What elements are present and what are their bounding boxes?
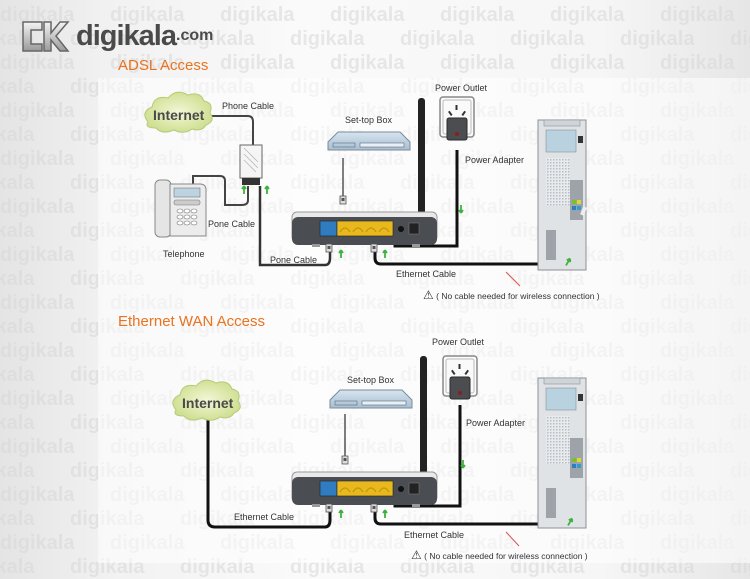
phone-cable-line <box>203 115 254 146</box>
router-icon <box>291 211 438 248</box>
power-adapter-label: Power Adapter <box>466 418 526 428</box>
set-top-box-icon <box>327 131 411 151</box>
power-outlet-label: Power Outlet <box>435 83 488 93</box>
section-title-adsl: ADSL Access <box>118 57 209 74</box>
power-outlet-icon <box>439 96 475 141</box>
internet-cloud-icon <box>144 91 213 133</box>
digikala-logo-icon <box>22 21 70 52</box>
phone-cable-label: Phone Cable <box>222 101 275 111</box>
desktop-pc-icon <box>537 119 587 271</box>
connection-diagram <box>144 91 587 547</box>
adsl-diagram <box>144 91 587 287</box>
set-top-box-icon <box>329 389 413 409</box>
pointer-arrow <box>505 531 520 547</box>
desktop-pc-icon <box>537 377 587 529</box>
ethernet-cable-label: Ethernet Cable <box>404 530 465 540</box>
brand-tld: .com <box>176 27 214 44</box>
brand-logo: digikala.com <box>20 18 213 54</box>
wan-ethernet-cable-label: Ethernet Cable <box>234 512 295 522</box>
brand-name: digikala <box>76 19 177 52</box>
wireless-note-text: ( No cable needed for wireless connectio… <box>436 291 600 301</box>
wireless-note-text: ( No cable needed for wireless connectio… <box>424 551 588 561</box>
pone-cable-phone-label: Pone Cable <box>208 219 256 229</box>
pone-cable-router-label: Pone Cable <box>270 255 318 265</box>
wireless-note: ⚠ ( No cable needed for wireless connect… <box>423 288 600 302</box>
set-top-box-label: Set-top Box <box>347 375 395 385</box>
warning-icon: ⚠ <box>411 548 422 562</box>
dsl-cable-line <box>258 186 332 267</box>
warning-icon: ⚠ <box>423 288 434 302</box>
telephone-icon <box>154 179 207 238</box>
ethernet-cable-label: Ethernet Cable <box>396 269 457 279</box>
telephone-label: Telephone <box>163 249 205 259</box>
power-outlet-icon <box>442 355 478 400</box>
power-adapter-label: Power Adapter <box>465 155 525 165</box>
internet-cloud-icon <box>172 379 241 421</box>
power-outlet-label: Power Outlet <box>432 337 485 347</box>
router-icon <box>291 471 438 508</box>
telephone-cable-line <box>192 175 249 206</box>
section-title-ethernet-wan: Ethernet WAN Access <box>118 313 265 330</box>
wan-ethernet-cable-line <box>206 420 332 529</box>
internet-label: Internet <box>153 107 205 123</box>
adsl-splitter-icon <box>239 144 263 185</box>
set-top-box-label: Set-top Box <box>345 115 393 125</box>
pointer-arrow <box>505 271 521 287</box>
ethernet-wan-diagram <box>172 355 587 547</box>
wireless-note: ⚠ ( No cable needed for wireless connect… <box>411 548 588 562</box>
internet-label: Internet <box>182 395 234 411</box>
